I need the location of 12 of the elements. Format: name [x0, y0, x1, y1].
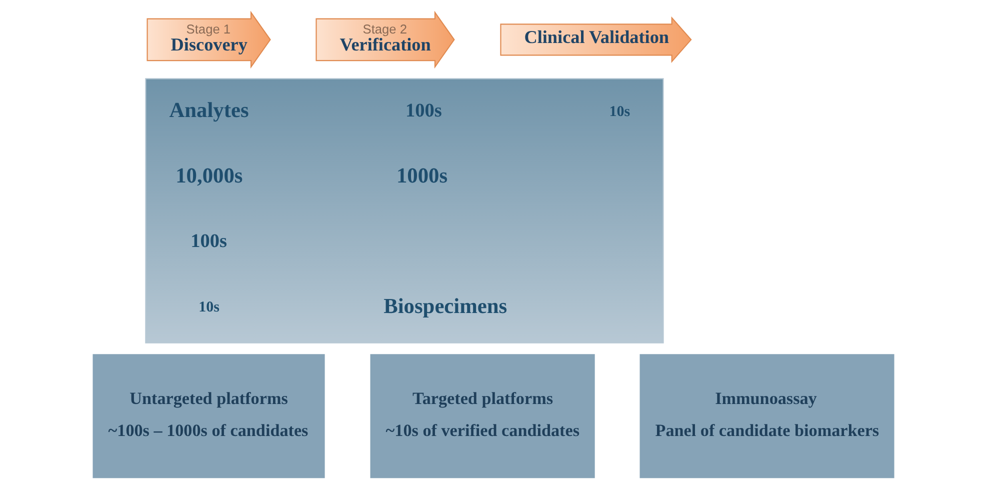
label: 100s	[406, 100, 442, 122]
node-box	[145, 78, 664, 344]
label: 10s	[198, 300, 220, 316]
label: 10s	[609, 104, 630, 120]
node-box: Untargeted platforms ~100s – 1000s of candidates	[92, 354, 325, 478]
label: Analytes	[169, 98, 249, 122]
label: Biospecimens	[384, 294, 508, 318]
node-box: Targeted platforms ~10s of verified candidates	[370, 354, 595, 478]
label: 1000s	[396, 163, 448, 188]
node-box: Immunoassay Panel of candidate biomarkers	[640, 354, 894, 478]
label: 10,000s	[176, 163, 243, 188]
label: 100s	[190, 231, 227, 252]
